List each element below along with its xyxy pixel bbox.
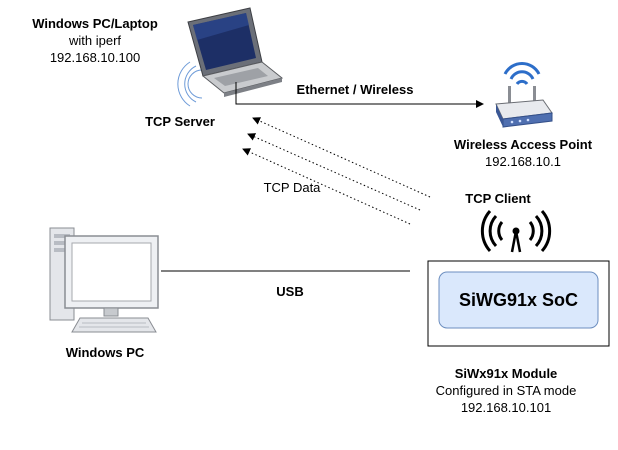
tcp-server-label: TCP Server [145, 114, 215, 129]
access-point-name: Wireless Access Point [453, 137, 593, 152]
desktop-pc-icon [49, 227, 159, 333]
ethernet-link [235, 82, 484, 108]
antenna-signal-icon [480, 210, 552, 253]
soc-box [438, 271, 599, 329]
access-point-icon [495, 61, 553, 128]
tcp-client-label: TCP Client [465, 191, 531, 206]
access-point-ip: 192.168.10.1 [485, 154, 561, 169]
module-ip: 192.168.10.101 [460, 400, 552, 415]
module-mode: Configured in STA mode [435, 383, 577, 398]
laptop-name: Windows PC/Laptop [32, 16, 158, 31]
tcp-data-flows [242, 117, 431, 225]
laptop-ip: 192.168.10.100 [49, 50, 141, 65]
module-name: SiWx91x Module [454, 366, 558, 381]
soc-label: SiWG91x SoC [458, 289, 579, 310]
ethernet-label: Ethernet / Wireless [296, 82, 414, 97]
usb-label: USB [276, 284, 304, 299]
tcp-data-label: TCP Data [263, 180, 321, 195]
laptop-software: with iperf [68, 33, 122, 48]
laptop-icon [177, 7, 284, 107]
windows-pc-label: Windows PC [65, 345, 145, 360]
